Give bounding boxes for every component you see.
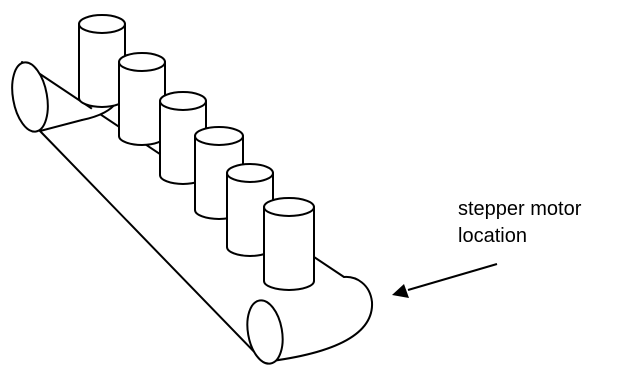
arrow-icon: [392, 263, 498, 298]
far-roller: [11, 61, 49, 133]
cylinder: [118, 52, 166, 146]
label-line-1: stepper motor: [458, 198, 582, 220]
near-roller: [246, 299, 284, 365]
belt-bottom-edge: [39, 130, 265, 363]
stepper-motor-label: stepper motor location: [458, 196, 618, 250]
label-line-2: location: [458, 225, 527, 247]
belt-return-edge: [39, 119, 83, 132]
cylinder: [226, 163, 274, 257]
cylinder: [263, 197, 315, 291]
belt-near-curve: [263, 275, 374, 363]
